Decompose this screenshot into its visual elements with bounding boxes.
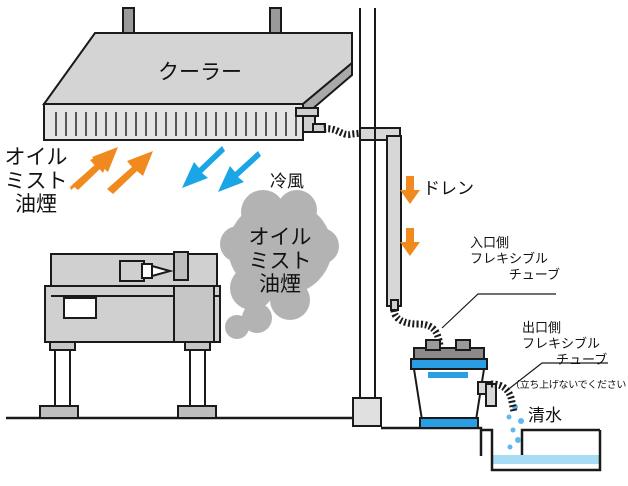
cooler-label: クーラー [158, 60, 242, 84]
clean-water-label: 清水 [528, 406, 562, 426]
drain-arrows [400, 176, 420, 256]
tank-outlet-fitting [477, 381, 497, 407]
inlet-tube-label: 入口側 フレキシブル チューブ [470, 236, 560, 284]
oil-mist-left-line3: 油煙 [15, 192, 57, 217]
inlet-tube-line3: チューブ [508, 267, 560, 283]
cooler-drain-hose [323, 125, 363, 139]
cooler-drain-fitting [295, 107, 326, 133]
outlet-tube-label: 出口側 フレキシブル チューブ [522, 321, 626, 369]
machine-tool [39, 251, 221, 419]
inlet-tube-line2: フレキシブル [470, 251, 549, 267]
cold-air-arrow-2 [218, 151, 261, 192]
oil-mist-arrow-2 [107, 151, 153, 194]
outlet-tube-line1: 出口側 [522, 321, 562, 336]
inlet-flexible-tube [390, 309, 444, 347]
building-column [352, 8, 382, 427]
oil-mist-arrow-1b [72, 147, 118, 190]
oil-mist-cloud-line2: ミスト [248, 248, 312, 273]
oil-mist-cloud-line1: オイル [248, 225, 312, 249]
water-droplets [506, 404, 524, 450]
inlet-tube-line1: 入口側 [470, 236, 510, 251]
cold-air-arrow-1 [182, 146, 225, 188]
oil-mist-left-line1: オイル [4, 145, 68, 169]
outlet-tube-line3: チューブ [556, 352, 608, 368]
drain-pipe [359, 127, 402, 311]
drain-arrow-1 [400, 176, 420, 204]
cooler-unit [42, 32, 353, 141]
sump-pit [481, 428, 602, 472]
oil-mist-cloud-line3: 油煙 [259, 272, 301, 297]
drain-label: ドレン [423, 179, 474, 199]
oil-mist-left-label: オイル ミスト 油煙 [0, 145, 72, 217]
oil-mist-cloud-label: オイル ミスト 油煙 [235, 225, 325, 297]
oil-mist-arrows [70, 147, 153, 194]
cold-air-arrows [182, 146, 261, 192]
cooler-fins [55, 112, 297, 136]
oil-mist-cloud [220, 190, 339, 339]
outlet-tube-line2: フレキシブル [522, 336, 601, 352]
filter-tank [410, 339, 488, 429]
leader-lines [441, 293, 608, 389]
outlet-tube-note: （立ち上げないでください） [510, 380, 626, 391]
outlet-flexible-tube [490, 380, 518, 413]
drain-arrow-2 [400, 228, 420, 256]
cold-air-label: 冷風 [270, 172, 304, 192]
floor [6, 416, 600, 456]
oil-mist-left-line2: ミスト [4, 168, 68, 193]
